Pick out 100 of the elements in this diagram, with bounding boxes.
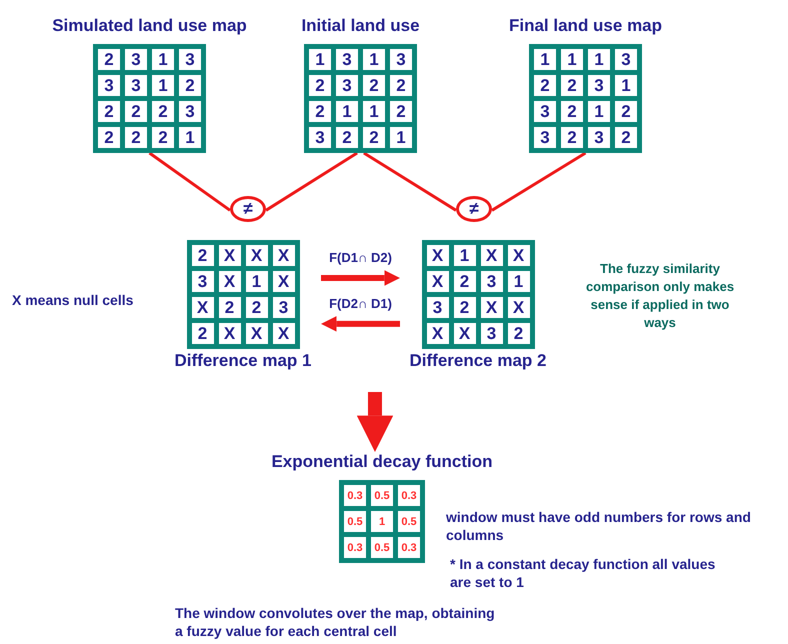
grid-cell-value: 1 [615, 75, 637, 96]
not-equal-circle: ≠ [230, 196, 266, 222]
grid-cell-value: 3 [179, 101, 201, 122]
grid-cell-value: 1 [371, 511, 393, 532]
grid-cell-value: 2 [309, 75, 331, 96]
grid-cell-value: 3 [588, 127, 610, 148]
grid-cell-value: 0.3 [344, 537, 366, 558]
grid-cell-value: 3 [179, 49, 201, 70]
grid-cell-value: X [508, 245, 530, 266]
grid-cell-value: 0.3 [398, 537, 420, 558]
grid-cell-value: 2 [561, 101, 583, 122]
grid-cell-value: X [218, 245, 240, 266]
grid-cell-value: 2 [246, 297, 268, 318]
grid-cell-value: 2 [192, 245, 214, 266]
grid-cell-value: 1 [534, 49, 556, 70]
grid-cell-value: 2 [309, 101, 331, 122]
grid-cell-value: X [272, 245, 294, 266]
grid-cell-value: 3 [309, 127, 331, 148]
grid-cell-value: X [426, 323, 448, 344]
connector-line [363, 152, 457, 212]
grid-cell-value: 2 [179, 75, 201, 96]
map-title: Final land use map [508, 16, 662, 36]
arrow [321, 270, 400, 286]
note-text: window must have odd numbers for rows and columns [446, 508, 752, 544]
grid-cell-value: 1 [179, 127, 201, 148]
grid-cell-value: 2 [561, 75, 583, 96]
grid-cell-value: 3 [336, 49, 358, 70]
grid-cell-value: X [480, 245, 502, 266]
grid-cell-value: 2 [454, 297, 476, 318]
map-title: Difference map 2 [410, 351, 546, 371]
grid-cell-value: 1 [508, 271, 530, 292]
grid-cell-value: 3 [426, 297, 448, 318]
grid-cell-value: 2 [98, 127, 120, 148]
grid-cell-value: X [246, 245, 268, 266]
grid-cell-value: 2 [561, 127, 583, 148]
grid-cell-value: 2 [615, 127, 637, 148]
grid-cell-value: 1 [309, 49, 331, 70]
grid-cell-value: 2 [192, 323, 214, 344]
grid-cell-value: 3 [272, 297, 294, 318]
grid-cell-value: 0.3 [398, 485, 420, 506]
grid-cell-value: 2 [152, 101, 174, 122]
grid-cell-value: 2 [454, 271, 476, 292]
grid-cell-value: 0.5 [371, 537, 393, 558]
grid-cell-value: 1 [336, 101, 358, 122]
note-text: The window convolutes over the map, obtaining a fuzzy value for each central cell [175, 604, 496, 640]
grid-cell-value: 2 [125, 127, 147, 148]
grid-cell-value: X [272, 271, 294, 292]
grid-cell-value: 0.5 [398, 511, 420, 532]
grid-cell-value: 3 [125, 49, 147, 70]
map-title: Initial land use [301, 16, 420, 36]
grid-cell-value: X [426, 245, 448, 266]
grid-cell-value: 3 [98, 75, 120, 96]
map-title: Simulated land use map [52, 16, 247, 36]
grid-cell-value: 3 [125, 75, 147, 96]
grid-cell-value: 1 [454, 245, 476, 266]
grid-cell-value: 2 [218, 297, 240, 318]
grid-cell-value: 2 [363, 127, 385, 148]
map-title: Exponential decay function [271, 452, 493, 472]
grid-cell-value: 2 [125, 101, 147, 122]
grid-cell-value: X [454, 323, 476, 344]
grid-cell-value: 0.5 [371, 485, 393, 506]
grid-cell-value: 2 [363, 75, 385, 96]
arrow [321, 316, 400, 332]
grid-cell-value: X [246, 323, 268, 344]
grid-cell-value: X [480, 297, 502, 318]
grid-cell-value: X [218, 323, 240, 344]
grid-cell-value: 2 [615, 101, 637, 122]
grid-cell-value: 2 [534, 75, 556, 96]
grid-cell-value: 0.5 [344, 511, 366, 532]
grid-cell-value: 3 [390, 49, 412, 70]
grid-cell-value: 1 [390, 127, 412, 148]
grid-cell-value: 2 [508, 323, 530, 344]
grid-cell-value: 3 [336, 75, 358, 96]
grid-cell-value: 2 [390, 101, 412, 122]
grid-cell-value: 1 [363, 101, 385, 122]
grid-cell-value: 3 [615, 49, 637, 70]
connector-line [491, 152, 586, 212]
grid-cell-value: 1 [152, 75, 174, 96]
grid-cell-value: 0.3 [344, 485, 366, 506]
grid-cell-value: X [508, 297, 530, 318]
not-equal-circle: ≠ [456, 196, 492, 222]
grid-cell-value: 1 [246, 271, 268, 292]
grid-cell-value: 2 [98, 49, 120, 70]
grid-cell-value: 3 [480, 323, 502, 344]
edge-label: F(D1∩ D2) [329, 250, 392, 265]
connector-line [148, 152, 231, 212]
grid-cell-value: 1 [152, 49, 174, 70]
note-text: X means null cells [12, 291, 134, 309]
grid-cell-value: X [192, 297, 214, 318]
grid-cell-value: 3 [534, 101, 556, 122]
connector-line [265, 152, 358, 212]
grid-cell-value: 3 [480, 271, 502, 292]
grid-cell-value: 2 [390, 75, 412, 96]
map-title: Difference map 1 [174, 351, 312, 371]
arrow [356, 392, 394, 452]
grid-cell-value: 1 [363, 49, 385, 70]
note-text: The fuzzy similarity comparison only makes sense if applied in two ways [584, 260, 736, 332]
grid-cell-value: 3 [192, 271, 214, 292]
grid-cell-value: 1 [588, 49, 610, 70]
grid-cell-value: 3 [588, 75, 610, 96]
